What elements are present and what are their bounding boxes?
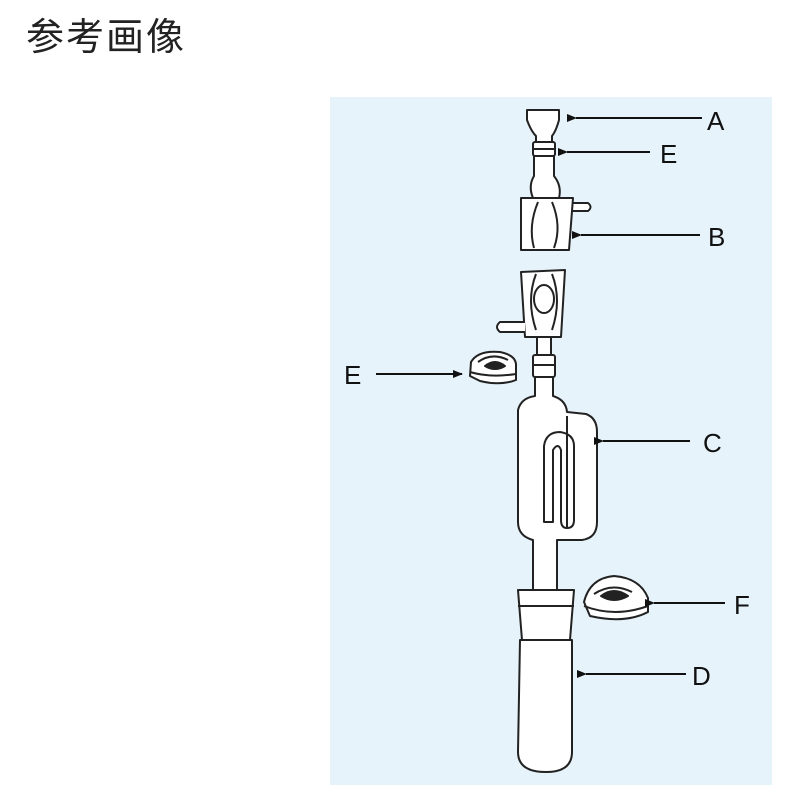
flask-d [517, 589, 575, 773]
joint-e-top [532, 141, 556, 157]
label-f: F [734, 590, 750, 620]
extractor-c [517, 376, 598, 591]
label-b: B [708, 222, 725, 252]
page-title: 参考画像 [26, 15, 187, 59]
label-e-top: E [660, 139, 677, 169]
condenser-b-lower [496, 269, 566, 356]
joint-bc [532, 354, 556, 378]
condenser-b-upper [520, 155, 592, 251]
label-e-left: E [344, 360, 361, 390]
label-d: D [692, 661, 711, 691]
label-c: C [703, 428, 722, 458]
joint-clip-e [469, 350, 517, 385]
joint-clip-f [583, 575, 649, 621]
stopper-a [526, 109, 560, 143]
label-a: A [707, 106, 725, 136]
